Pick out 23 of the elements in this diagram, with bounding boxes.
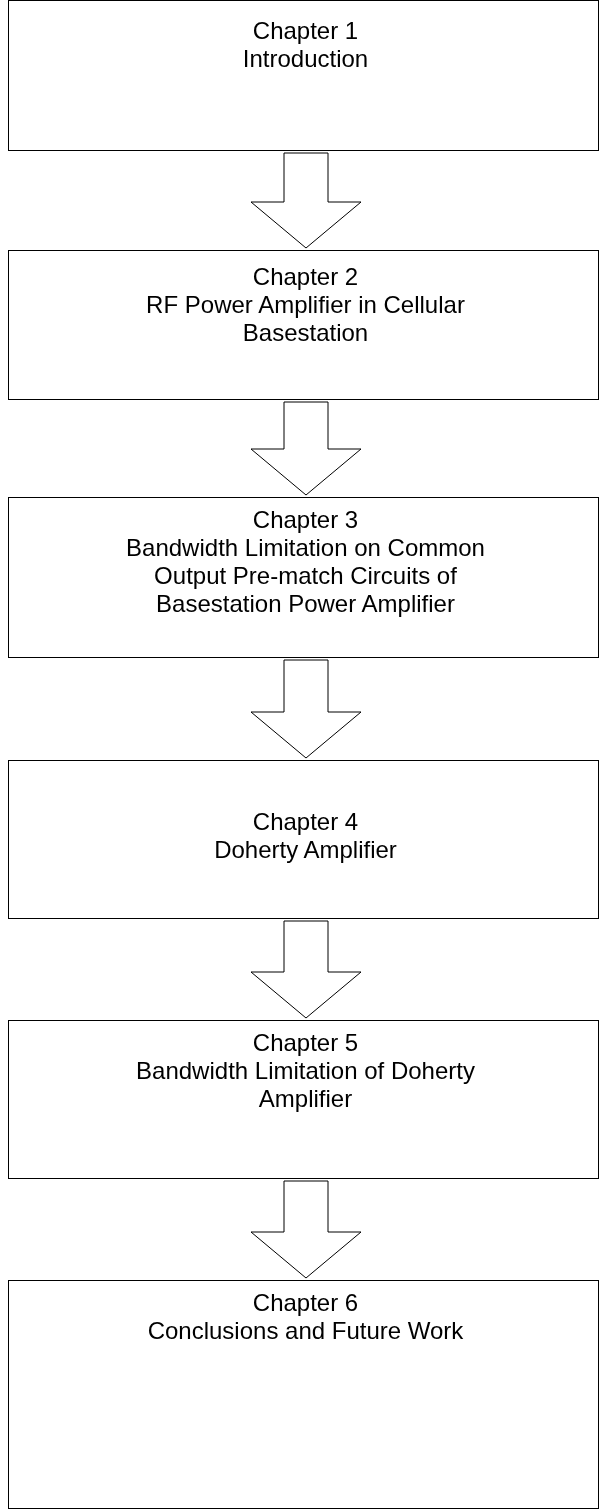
chapter-number: Chapter 5 (251, 1029, 360, 1057)
chapter-number: Chapter 4 (251, 808, 360, 836)
chapter-box (8, 497, 599, 658)
chapter-title: RF Power Amplifier in Cellular Basestation (145, 291, 466, 347)
chapter-title: Introduction (241, 45, 370, 73)
block-arrow (250, 401, 362, 496)
chapter-box (8, 760, 599, 919)
chapter-title: Bandwidth Limitation on Common Output Pre-match Circuits of Basestation Power Amplifier (125, 534, 486, 618)
chapter-box (8, 250, 599, 400)
block-arrow (250, 659, 362, 759)
chapter-title: Conclusions and Future Work (146, 1317, 465, 1345)
chapter-number: Chapter 3 (251, 506, 360, 534)
block-arrow (250, 920, 362, 1019)
chapter-number: Chapter 1 (251, 17, 360, 45)
block-arrow (250, 1180, 362, 1279)
chapter-box (8, 1280, 599, 1509)
chapter-number: Chapter 2 (251, 263, 360, 291)
chapter-number: Chapter 6 (251, 1289, 360, 1317)
chapter-title: Doherty Amplifier (213, 836, 398, 864)
block-arrow (250, 152, 362, 249)
chapter-title: Bandwidth Limitation of Doherty Amplifier (135, 1057, 476, 1113)
chapter-box (8, 1020, 599, 1179)
chapter-box (8, 0, 599, 151)
